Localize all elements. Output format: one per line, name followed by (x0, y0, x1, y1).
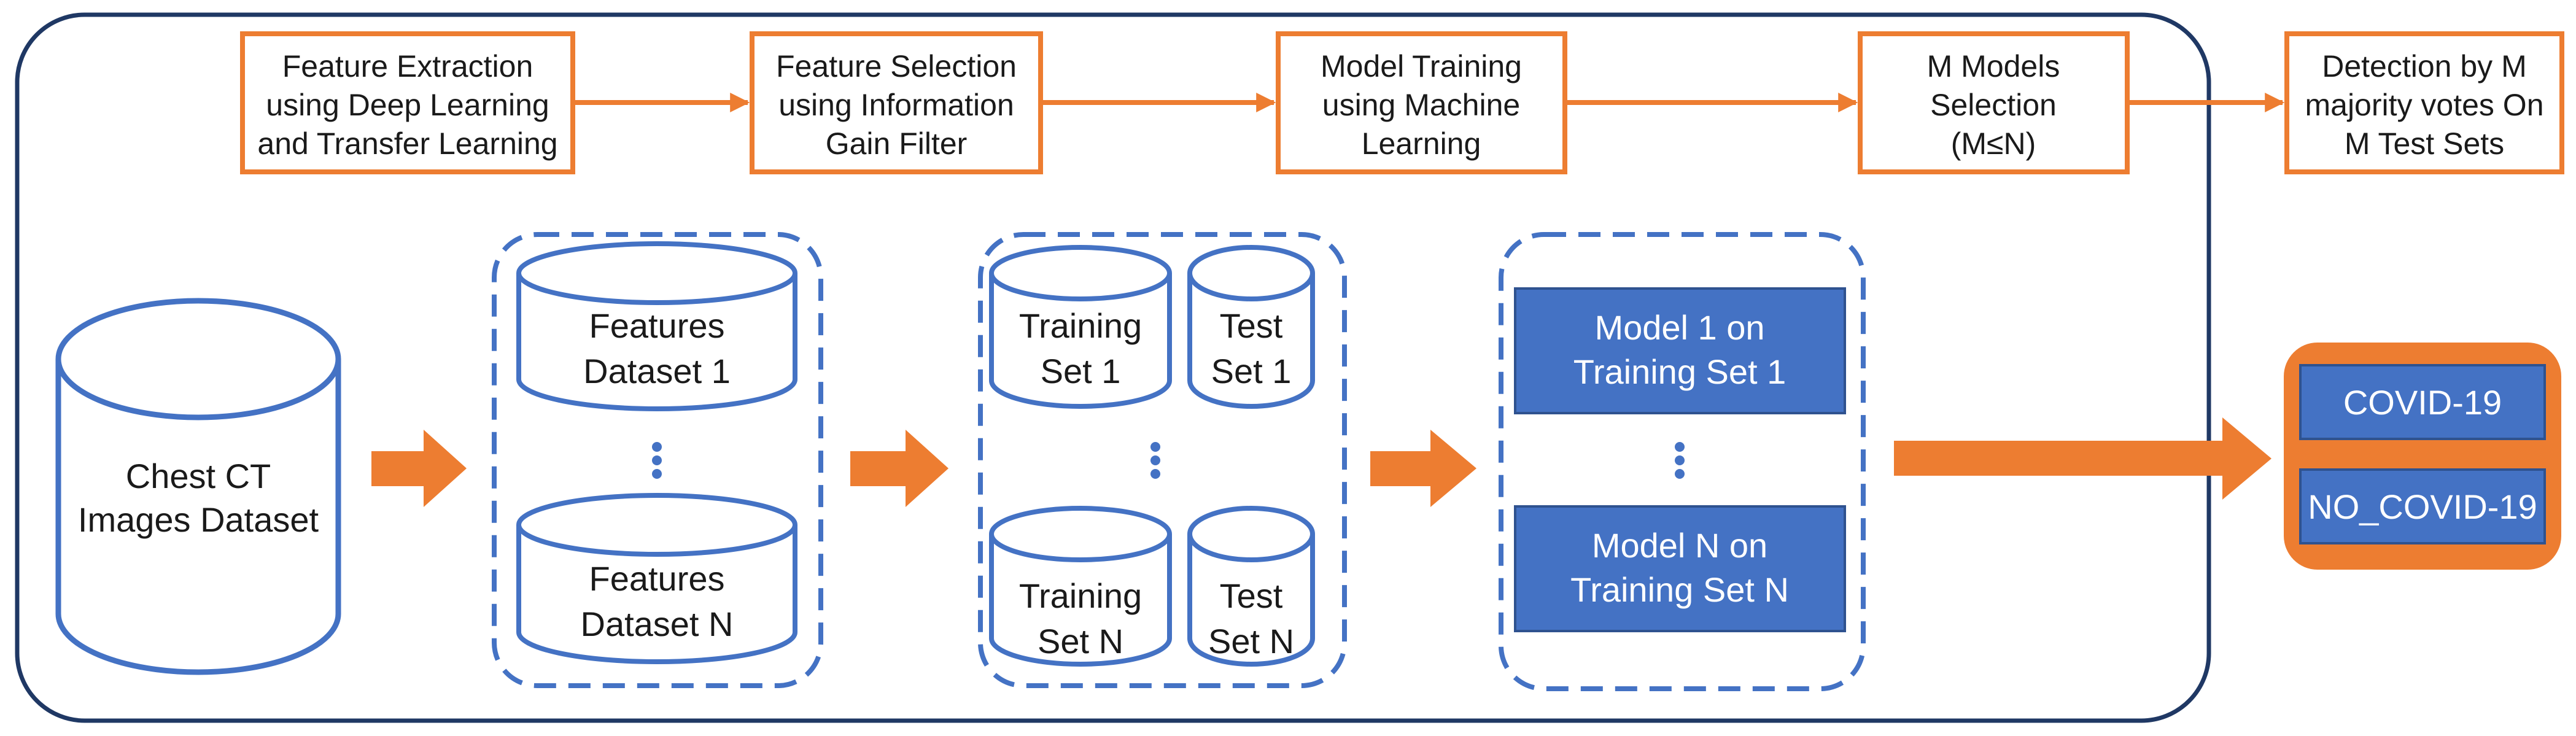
splits-group-frame (978, 232, 1347, 688)
step-detection-line3: M Test Sets (2345, 126, 2504, 161)
step-feature-selection: Feature Selection using Information Gain… (750, 31, 1043, 174)
step-feature-extraction-line1: Feature Extraction (282, 49, 533, 83)
test-set-n-cylinder: Test Set N (1187, 506, 1315, 667)
training-set-1-line2: Set 1 (1041, 352, 1121, 390)
step-model-training-line1: Model Training (1321, 49, 1522, 83)
test-set-1-line2: Set 1 (1211, 352, 1292, 390)
step-feature-extraction-line2: using Deep Learning (266, 88, 549, 122)
step-models-selection-line3: (M≤N) (1951, 126, 2036, 161)
step-models-selection-line1: M Models (1927, 49, 2060, 83)
dataset-label-line2: Images Dataset (78, 500, 319, 539)
training-set-n-line2: Set N (1038, 622, 1123, 660)
features-dataset-1-line1: Features (589, 306, 725, 345)
model-n-line1: Model N on (1592, 526, 1767, 565)
step-detection-line2: majority votes On (2305, 88, 2543, 122)
features-dataset-n-cylinder: Features Dataset N (516, 493, 797, 664)
features-dataset-n-line2: Dataset N (581, 605, 734, 643)
step-feature-selection-line2: using Information (778, 88, 1014, 122)
outer-frame (15, 12, 2211, 723)
features-dataset-n-line1: Features (589, 559, 725, 598)
step-model-training-line3: Learning (1362, 126, 1481, 161)
vertical-ellipsis-icon (1675, 442, 1685, 479)
step-models-selection: M Models Selection (M≤N) (1858, 31, 2130, 174)
vertical-ellipsis-icon (1150, 442, 1160, 479)
features-dataset-1-line2: Dataset 1 (583, 352, 731, 390)
models-group-frame (1499, 232, 1866, 691)
model-1-box: Model 1 on Training Set 1 (1514, 287, 1846, 414)
step-detection: Detection by M majority votes On M Test … (2284, 31, 2564, 174)
test-set-n-line2: Set N (1208, 622, 1294, 660)
training-set-1-line1: Training (1019, 306, 1142, 345)
model-1-line1: Model 1 on (1594, 308, 1764, 347)
dataset-label-line1: Chest CT (126, 457, 271, 495)
test-set-1-line1: Test (1220, 306, 1283, 345)
training-set-n-line1: Training (1019, 576, 1142, 615)
step-models-selection-line2: Selection (1930, 88, 2057, 122)
step-feature-selection-line3: Gain Filter (826, 126, 968, 161)
training-set-n-cylinder: Training Set N (989, 506, 1172, 667)
model-n-line2: Training Set N (1570, 570, 1789, 609)
step-feature-extraction-line3: and Transfer Learning (257, 126, 557, 161)
features-group-frame (492, 232, 823, 688)
arrow-right-icon (1370, 430, 1476, 507)
no-covid-output-box (2299, 468, 2546, 544)
database-cylinder-icon: Chest CT Images Dataset (55, 298, 341, 675)
arrow-right-icon (1894, 417, 2271, 500)
training-set-1-cylinder: Training Set 1 (989, 245, 1172, 409)
covid-output-box (2299, 364, 2546, 440)
model-1-line2: Training Set 1 (1573, 352, 1787, 391)
arrow-right-icon (371, 430, 467, 507)
step-detection-line1: Detection by M (2322, 49, 2526, 83)
step-model-training-line2: using Machine (1322, 88, 1520, 122)
test-set-1-cylinder: Test Set 1 (1187, 245, 1315, 409)
step-feature-extraction: Feature Extraction using Deep Learning a… (240, 31, 575, 174)
covid-output-label: COVID-19 (2343, 383, 2502, 422)
features-dataset-1-cylinder: Features Dataset 1 (516, 241, 797, 411)
arrow-right-icon (850, 430, 949, 507)
test-set-n-line1: Test (1220, 576, 1283, 615)
vertical-ellipsis-icon (652, 442, 662, 479)
step-model-training: Model Training using Machine Learning (1276, 31, 1567, 174)
output-panel: COVID-19 NO_COVID-19 (2284, 343, 2561, 570)
step-feature-selection-line1: Feature Selection (776, 49, 1017, 83)
no-covid-output-label: NO_COVID-19 (2308, 487, 2537, 526)
model-n-box: Model N on Training Set N (1514, 505, 1846, 632)
